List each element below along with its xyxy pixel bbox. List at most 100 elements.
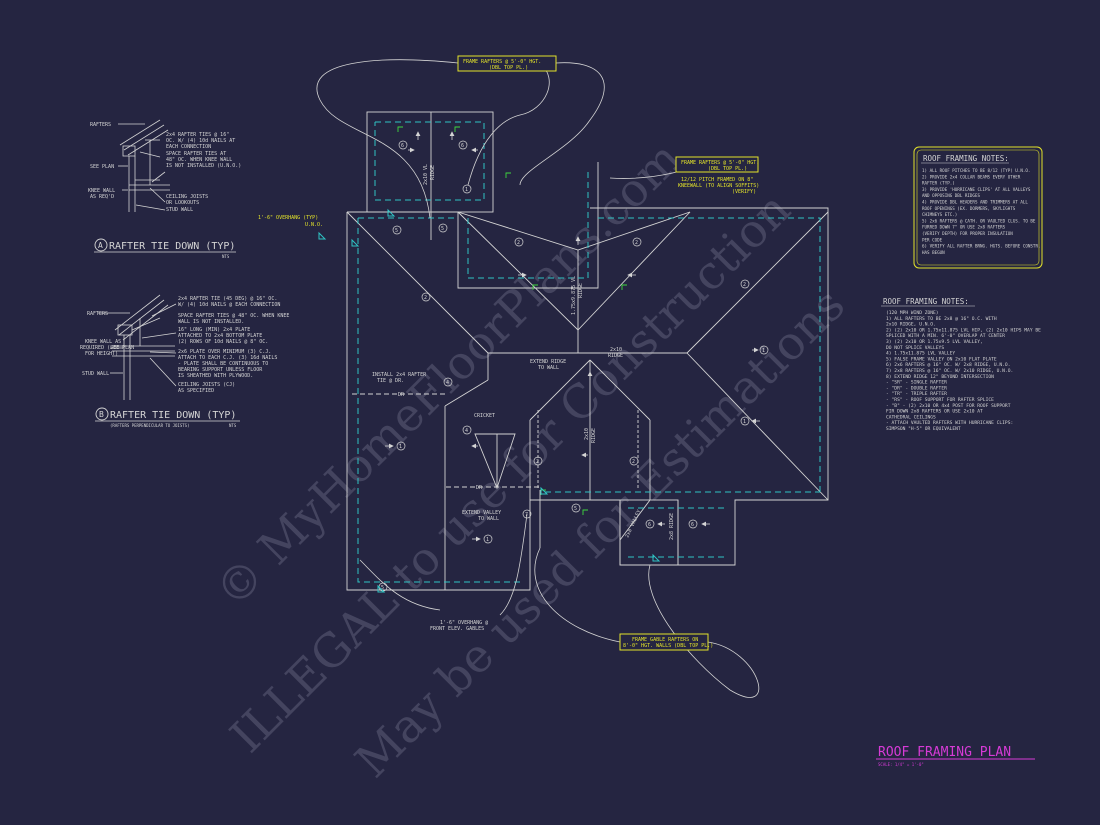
notes2-item: - "DR" - DOUBLE RAFTER (886, 385, 947, 391)
detail-a-knee-wall-1: KNEE WALL (88, 188, 115, 194)
num-2b: 2 (635, 240, 638, 246)
notes2-item: - "TR" - TRIPLE RAFTER (886, 391, 947, 397)
detail-a-ties-1: 2x4 RAFTER TIES @ 16" (166, 132, 229, 138)
detail-a-knee-wall-2: AS REQ'D (90, 194, 114, 200)
notes2-item: 8) EXTEND RIDGE 12" BEYOND INTERSECTION (886, 374, 994, 380)
notes1-title: ROOF FRAMING NOTES: (923, 154, 1009, 163)
leader-curves (316, 59, 760, 698)
notes2-item: - "RS" - ROOF SUPPORT FOR RAFTER SPLICE (886, 397, 994, 403)
notes2-list: (120 MPH WIND ZONE)1) ALL RAFTERS TO BE … (886, 310, 1041, 432)
num-2e: 2 (536, 459, 539, 465)
detail-b-over-3: - PLATE SHALL BE CONTINUOUS TO (178, 361, 268, 367)
dr-label-b: DR (476, 485, 483, 491)
marker-6-top (398, 140, 408, 150)
notes2-item: 5) FALSE FRAME VALLEY ON 2x10 FLAT PLATE (886, 356, 997, 362)
num-6b: 6 (461, 143, 464, 149)
num-2d: 2 (743, 282, 746, 288)
notes1-item: FURRED DOWN 7" OR USE 2x8 RAFTERS (922, 225, 1006, 230)
detail-b-subtitle: (RAFTERS PERPENDICULAR TO JOISTS) (110, 423, 189, 428)
callout-top-line1: FRAME RAFTERS @ 5'-0" HGT. (463, 59, 541, 65)
notes2-item: 2) (2) 2x10 OR 1.75x11.875 LVL HIP, (2) … (886, 327, 1041, 333)
num-6d: 6 (691, 522, 694, 528)
ridge-2x10-1: 2x10 (610, 347, 622, 353)
notes2-item: SIMPSON "H-5" OR EQUIVALENT (886, 426, 961, 432)
marker-4-b (443, 377, 453, 387)
notes2-item: 3) (2) 2x10 OR 1.75x9.5 LVL VALLEY, (886, 339, 983, 345)
notes1-item: 4) PROVIDE DBL HEADERS AND TRIMMERS AT A… (922, 200, 1028, 205)
roof-plan-linework (346, 111, 829, 591)
detail-a-see-plan: SEE PLAN (90, 164, 114, 170)
notes1-item: 6) VERIFY ALL RAFTER BRNG. HGTS. BEFORE … (922, 244, 1041, 249)
detail-b-knee-3: FOR HEIGHT) (85, 351, 118, 357)
detail-b-knee-1: KNEE WALL AS (85, 339, 121, 345)
detail-b-plate-1: 16" LONG (MIN) 2x4 PLATE (178, 327, 250, 333)
num-6a: 6 (401, 143, 404, 149)
num-5d: 5 (381, 585, 384, 591)
marker-2-a (514, 237, 524, 247)
extend-ridge-1: EXTEND RIDGE (530, 359, 566, 365)
callout-bottom-line2: 8'-0" HGT. WALLS (DBL TOP PL.) (623, 643, 713, 649)
notes2-item: (120 MPH WIND ZONE) (886, 310, 939, 316)
notes1-item: (VERIFY DEPTH) FOR PROPER INSULATION (922, 231, 1013, 236)
callout-right-sub2: KNEEWALL (TO ALIGN SOFFITS) (678, 183, 759, 189)
dr-label-a: DR (398, 392, 405, 398)
detail-a-space-2: 48" OC. WHEN KNEE WALL (166, 157, 232, 163)
marker-6-top-r (458, 140, 468, 150)
detail-b-marker-circle (95, 407, 109, 421)
detail-a-ties-3: EACH CONNECTION (166, 144, 211, 150)
num-1a: 1 (762, 348, 765, 354)
detail-b-over-5: IS SHEATHED WITH PLYWOOD. (178, 373, 253, 379)
marker-1-e (462, 184, 472, 194)
notes2-item: 7) 2x8 RAFTERS @ 16" OC. W/ 2x10 RIDGE, … (886, 368, 1013, 374)
notes2-item: CATHEDRAL CEILINGS (886, 414, 936, 420)
marker-1-d (483, 534, 493, 544)
detail-a-marker: A (98, 241, 103, 250)
overhang-bottom-2: FRONT ELEV. GABLES (430, 626, 484, 632)
num-4b: 4 (446, 380, 449, 386)
detail-a-space-1: SPACE RAFTER TIES AT (166, 151, 226, 157)
notes1-item: 3) PROVIDE 'HURRICANE CLIPS' AT ALL VALL… (922, 187, 1031, 192)
marker-5-b (438, 223, 448, 233)
notes2-item: - "B" - (2) 2x10 OR 4x4 POST FOR ROOF SU… (886, 403, 1011, 409)
detail-b-space-1: SPACE RAFTER TIES @ 48" OC. WHEN KNEE (178, 313, 289, 319)
circled-numbers: 6 6 5 5 2 2 2 2 1 1 1 1 4 2 2 5 6 6 7 4 … (381, 143, 765, 591)
ridge-left-1: 2x10 VL (423, 164, 429, 185)
detail-a (118, 119, 170, 212)
detail-b-ceiling-1: CEILING JOISTS (CJ) (178, 382, 235, 388)
notes2-item: 4) 1.75x11.875 LVL VALLEY (886, 351, 955, 357)
num-2a: 2 (517, 240, 520, 246)
overhang-bottom-1: 1'-6" OVERHANG @ (440, 620, 488, 626)
marker-2-d (740, 279, 750, 289)
install-tie-2: TIE @ DR. (377, 378, 404, 384)
marker-4-a (462, 425, 472, 435)
notes-box-1: ROOF FRAMING NOTES: 1) ALL ROOF PITCHES … (913, 146, 1043, 269)
watermark-line-2: ILLEGAL to use for Construction (220, 182, 801, 763)
notes1-item: 1) ALL ROOF PITCHES TO BE 8/12 (TYP) U.N… (922, 168, 1030, 173)
notes1-item: ROOF OPENINGS (EX. DORMERS, SKYLIGHTS (922, 206, 1016, 211)
ridge-left-2: RIDGE (430, 165, 436, 180)
num-1e: 1 (465, 187, 468, 193)
num-1c: 1 (743, 419, 746, 425)
notes2-item: - ATTACH VAULTED RAFTERS WITH HURRICANE … (886, 420, 1013, 426)
notes2-item: 1) ALL RAFTERS TO BE 2x8 @ 16" O.C. WITH (886, 316, 997, 322)
callout-right-sub3: (VERIFY) (732, 189, 756, 195)
marker-2-e (533, 456, 543, 466)
detail-b-over-2: ATTACH TO EACH C.J. (3) 16d NAILS (178, 355, 277, 361)
detail-a-ceiling-2: OR LOOKOUTS (166, 200, 199, 206)
notes2-item: - "SR" - SINGLE RAFTER (886, 380, 947, 386)
overhang-top-1: 1'-6" OVERHANG (TYP) (258, 215, 318, 221)
install-tie-1: INSTALL 2x4 RAFTER (372, 372, 427, 378)
callout-bottom: FRAME GABLE RAFTERS ON 8'-0" HGT. WALLS … (619, 633, 713, 651)
detail-a-title-text: RAFTER TIE DOWN (TYP) (109, 241, 235, 252)
plan-title: ROOF FRAMING PLAN (878, 745, 1011, 760)
marker-1-b (396, 441, 406, 451)
notes2-item: 2x10 RIDGE, U.N.O. (886, 322, 936, 328)
detail-b (98, 294, 177, 400)
ridge-lvl-2: RIDGE (578, 283, 584, 298)
marker-5-c (571, 503, 581, 513)
cricket-label: CRICKET (474, 413, 495, 419)
num-1d: 1 (486, 537, 489, 543)
notes1-item: 5) 2x6 RAFTERS @ CATH. OR VAULTED CLGS. … (922, 218, 1036, 223)
notes1-item: AND OPPOSING DBL RIDGES (922, 193, 980, 198)
